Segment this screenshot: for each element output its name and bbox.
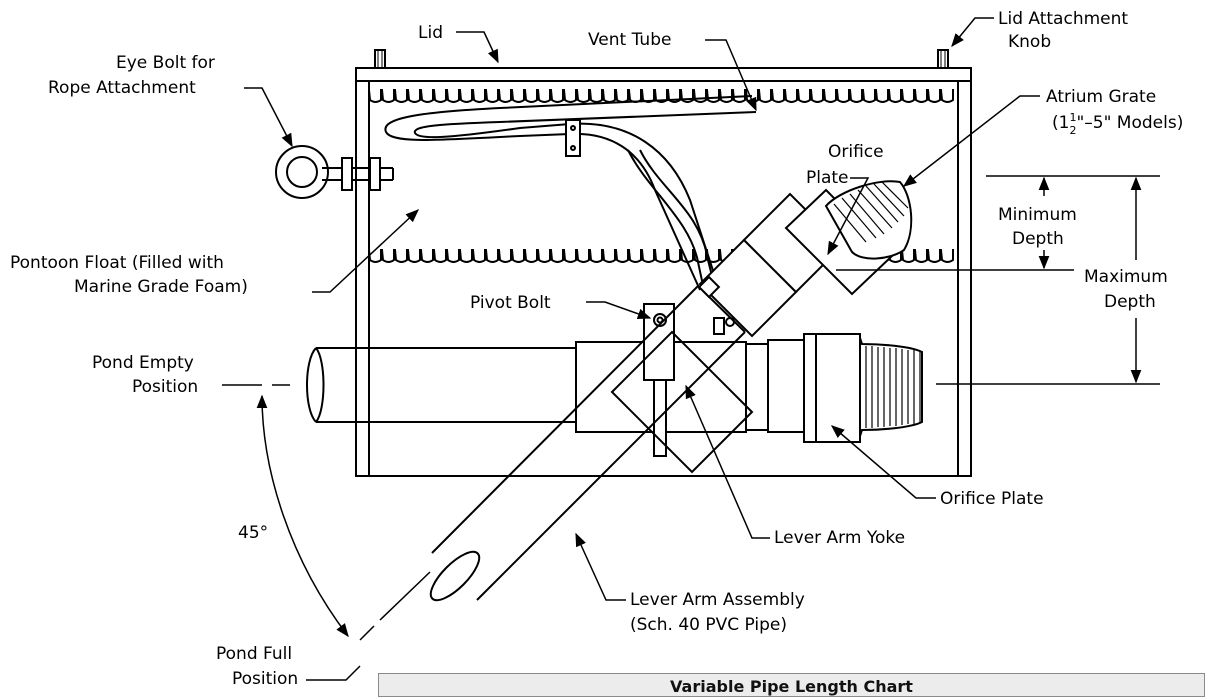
lever-arm-pipe bbox=[431, 285, 746, 601]
label-lever-yoke: Lever Arm Yoke bbox=[774, 528, 905, 548]
angle-arc bbox=[256, 394, 349, 638]
label-atrium-grate: Atrium Grate bbox=[1046, 87, 1156, 107]
label-pontoon: Pontoon Float (Filled with bbox=[10, 253, 224, 273]
vent-tube bbox=[384, 95, 753, 291]
label-min-depth-2: Depth bbox=[1012, 229, 1064, 249]
eye-bolt bbox=[275, 145, 329, 199]
label-lid-knob-2: Knob bbox=[1008, 32, 1051, 52]
label-orifice-bottom: Orifice Plate bbox=[940, 489, 1044, 509]
label-angle: 45° bbox=[238, 523, 268, 543]
label-max-depth-2: Depth bbox=[1104, 292, 1156, 312]
pivot-bolt bbox=[653, 313, 667, 327]
lid-knob-right bbox=[937, 49, 949, 69]
label-min-depth: Minimum bbox=[998, 205, 1077, 225]
label-lever-assembly-2: (Sch. 40 PVC Pipe) bbox=[630, 615, 787, 635]
label-lid: Lid bbox=[418, 23, 443, 43]
label-pond-full: Pond Full bbox=[216, 644, 292, 664]
label-lid-knob: Lid Attachment bbox=[998, 9, 1128, 29]
vent-clamp bbox=[565, 119, 581, 157]
foam-line-top bbox=[368, 89, 954, 103]
label-pontoon-2: Marine Grade Foam) bbox=[74, 277, 248, 297]
variable-pipe-length-chart-title: Variable Pipe Length Chart bbox=[378, 673, 1205, 697]
lid-knob-left bbox=[374, 49, 386, 69]
pond-pipe bbox=[306, 347, 576, 423]
atrium-grate-lower bbox=[859, 337, 923, 437]
label-pivot-bolt: Pivot Bolt bbox=[470, 293, 551, 313]
label-eye-bolt-2: Rope Attachment bbox=[48, 78, 196, 98]
leader-lines bbox=[244, 17, 1040, 601]
label-pond-empty: Pond Empty bbox=[92, 353, 194, 373]
pontoon-float bbox=[355, 80, 972, 477]
label-lever-assembly: Lever Arm Assembly bbox=[630, 590, 805, 610]
label-pond-empty-2: Position bbox=[132, 377, 198, 397]
label-orifice-top-2: Plate bbox=[806, 168, 849, 188]
lever-arm-yoke bbox=[610, 330, 754, 474]
label-vent-tube: Vent Tube bbox=[588, 30, 671, 50]
lid bbox=[355, 67, 972, 82]
label-max-depth: Maximum bbox=[1084, 267, 1168, 287]
label-pond-full-2: Position bbox=[232, 669, 298, 689]
label-orifice-top: Orifice bbox=[828, 142, 884, 162]
orifice-plate-lower bbox=[803, 333, 817, 443]
label-eye-bolt: Eye Bolt for bbox=[116, 53, 215, 73]
